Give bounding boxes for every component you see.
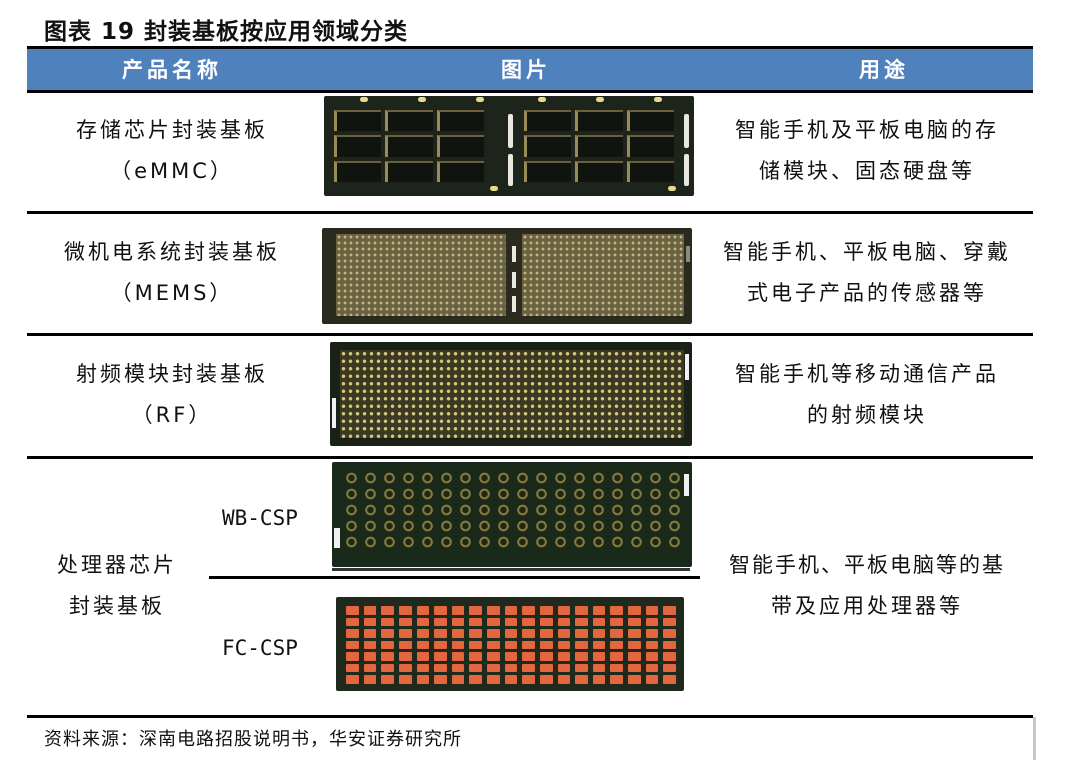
table-top-rule: [27, 46, 1033, 49]
header-product-name: 产品名称: [122, 57, 222, 82]
subtype-divider: [209, 576, 700, 579]
header-bottom-rule: [27, 90, 1033, 93]
subtype-wb-csp: WB-CSP: [222, 506, 298, 530]
product-name: 微机电系统封装基板 （MEMS）: [64, 240, 280, 305]
emmc-substrate-image: [324, 96, 694, 196]
row-divider: [27, 211, 1033, 214]
subtype-fc-csp: FC-CSP: [222, 636, 298, 660]
wb-board-edge: [332, 568, 690, 571]
page-edge-line: [1033, 717, 1036, 760]
row-divider: [27, 456, 1033, 459]
source-note: 资料来源：深南电路招股说明书，华安证券研究所: [44, 729, 462, 750]
use-description: 智能手机、平板电脑、穿戴 式电子产品的传感器等: [723, 240, 1011, 305]
header-image: 图片: [501, 57, 551, 82]
row-divider: [27, 333, 1033, 336]
product-name: 处理器芯片 封装基板: [57, 553, 177, 618]
wb-csp-substrate-image: [332, 462, 692, 567]
rf-substrate-image: [330, 342, 692, 446]
use-description: 智能手机及平板电脑的存 储模块、固态硬盘等: [735, 118, 999, 183]
use-description: 智能手机等移动通信产品 的射频模块: [735, 362, 999, 427]
fc-csp-substrate-image: [336, 597, 684, 691]
header-use: 用途: [859, 57, 909, 82]
product-name: 存储芯片封装基板 （eMMC）: [76, 118, 268, 183]
figure-title: 图表 19 封装基板按应用领域分类: [44, 19, 409, 45]
use-description: 智能手机、平板电脑等的基 带及应用处理器等: [729, 553, 1005, 618]
mems-substrate-image: [322, 228, 692, 324]
table-bottom-rule: [27, 715, 1033, 718]
product-name: 射频模块封装基板 （RF）: [76, 362, 268, 427]
table-header: 产品名称 图片 用途: [27, 49, 1033, 91]
